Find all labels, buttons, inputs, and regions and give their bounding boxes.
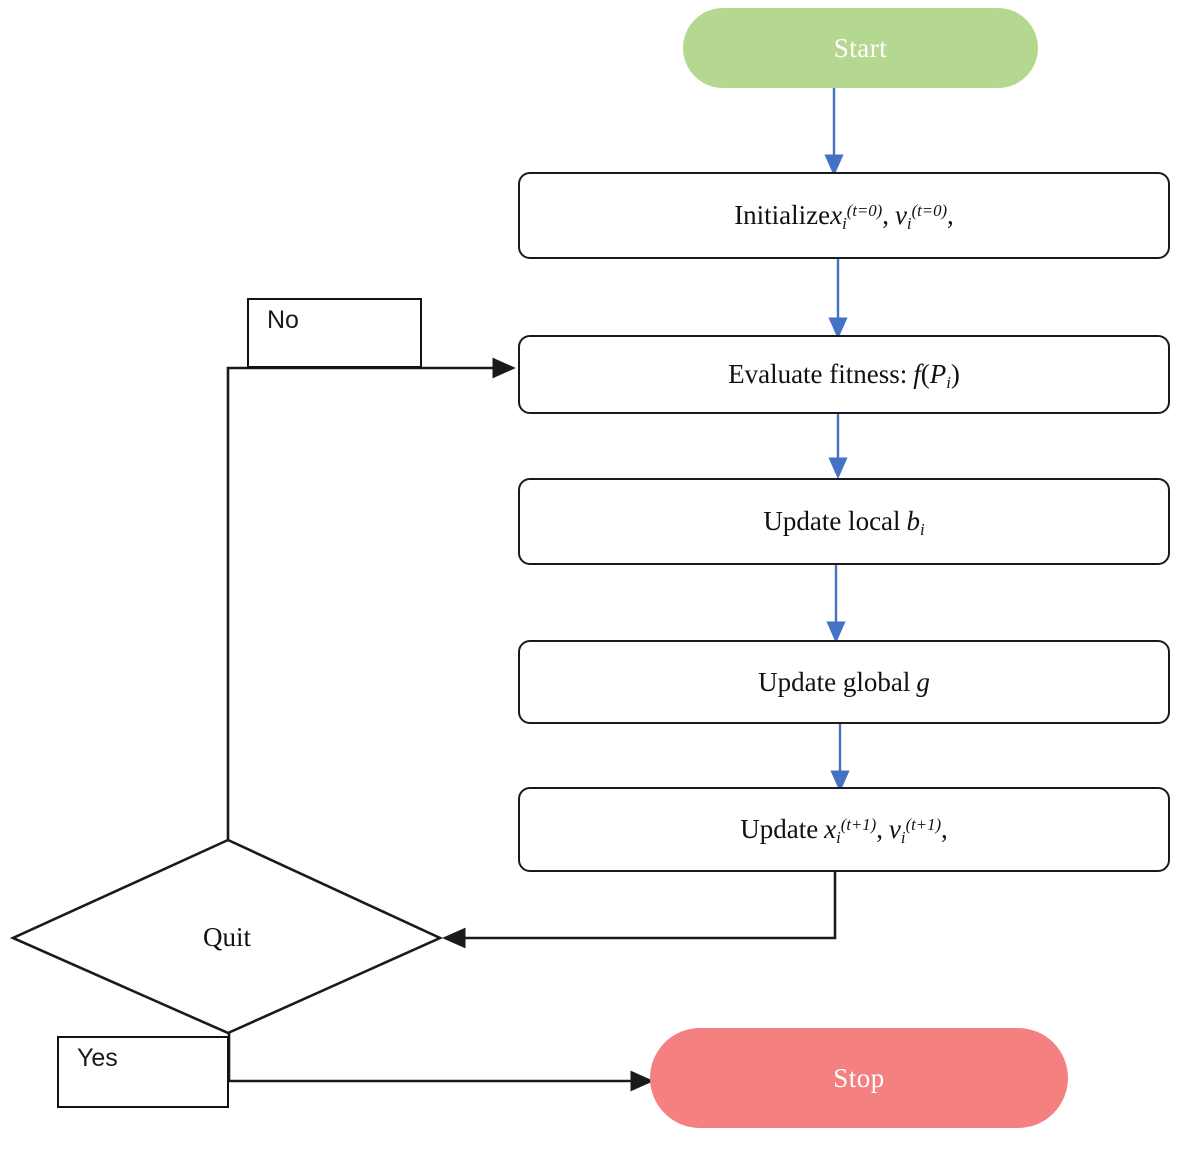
update-xv-sep1: , [876,814,883,844]
initialize-sep1: , [882,200,889,230]
branch-label-yes-text: Yes [77,1044,118,1072]
node-stop[interactable]: Stop [650,1028,1068,1128]
initialize-var1-sub: i [842,214,847,234]
evaluate-close-paren: ) [950,359,960,389]
evaluate-func: f [913,359,921,389]
decision-quit-label: Quit [203,922,252,952]
initialize-var1-sup: (t=0) [846,200,883,220]
update-local-prefix: Update local [763,506,901,536]
update-local-var-sub: i [919,520,925,540]
update-xv-var2-sub: i [900,828,906,848]
evaluate-open-paren: ( [920,359,930,389]
initialize-var1: x [830,200,843,230]
decision-diamond-shape[interactable] [9,838,444,1035]
initialize-var2-sub: i [906,214,912,234]
update-xv-var1: x [824,814,837,844]
update-xv-var2: v [888,814,901,844]
update-local-var: b [906,506,920,536]
branch-label-no[interactable]: No [247,298,422,368]
node-update-global-label: Update global g [758,667,930,698]
edge-update-xv-to-decision [442,872,837,949]
node-stop-label: Stop [833,1062,885,1093]
initialize-prefix: Initialize [734,200,831,230]
edge-decision-yes-to-stop [227,1033,654,1092]
node-update-global[interactable]: Update global g [518,640,1170,724]
branch-label-yes[interactable]: Yes [57,1036,229,1108]
update-global-var: g [916,666,930,697]
update-global-prefix: Update global [758,666,911,697]
node-start-label: Start [833,32,888,63]
update-xv-prefix: Update [740,814,819,844]
evaluate-prefix: Evaluate fitness: [728,359,908,389]
initialize-sep2: , [947,200,954,230]
update-xv-var2-sup: (t+1) [905,814,942,834]
edge-decision-no-to-evaluate [226,357,516,840]
update-xv-var1-sub: i [836,828,841,848]
evaluate-arg: P [929,359,947,389]
update-xv-var1-sup: (t+1) [840,814,877,834]
evaluate-arg-sub: i [946,373,951,393]
branch-label-no-text: No [267,306,299,334]
node-start[interactable]: Start [683,8,1038,88]
initialize-var2: v [894,200,907,230]
update-xv-sep2: , [941,814,948,844]
initialize-var2-sup: (t=0) [911,200,948,220]
